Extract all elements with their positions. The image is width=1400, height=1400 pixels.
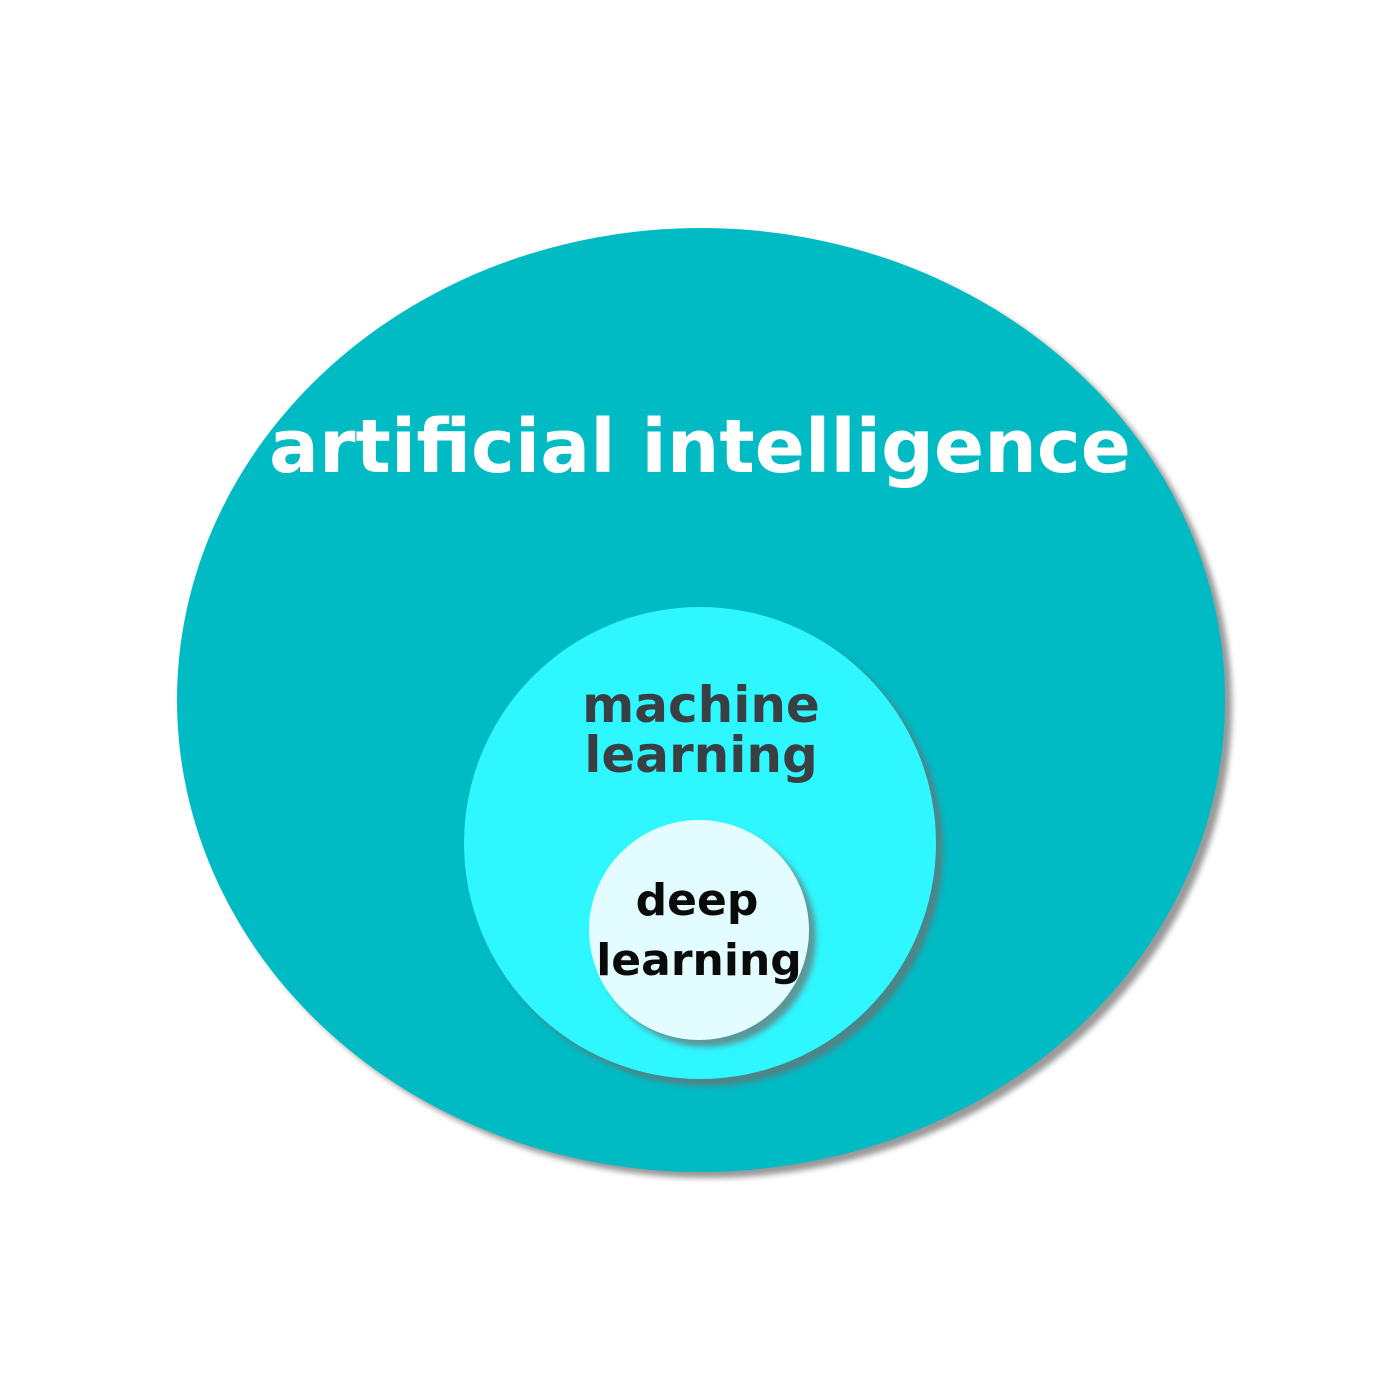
dl-region: deep learning: [589, 820, 816, 1047]
dl-region-shape: [589, 820, 809, 1040]
ml-region-label-line2: learning: [584, 726, 818, 784]
ml-region-label-line1: machine: [582, 676, 820, 734]
ai-region-label: artificial intelligence: [269, 404, 1131, 490]
dl-region-label-line2: learning: [596, 935, 802, 986]
dl-region-label-line1: deep: [636, 875, 759, 926]
